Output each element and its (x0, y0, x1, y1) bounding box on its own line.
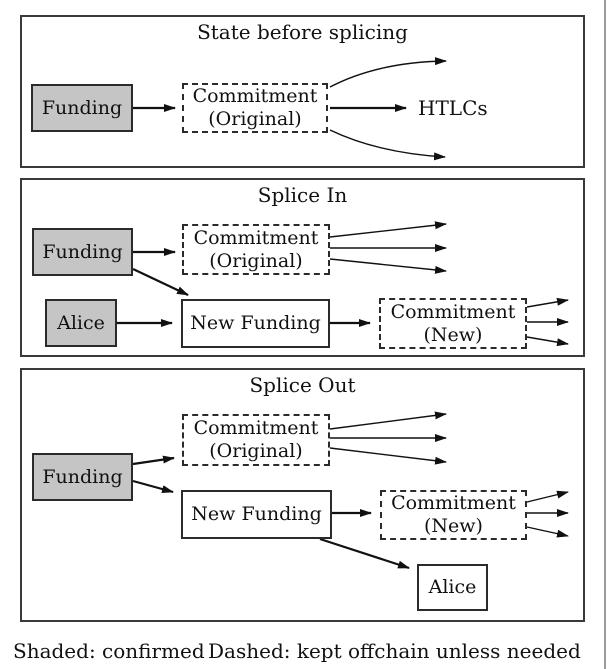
funding-label: Funding (41, 96, 123, 119)
new-funding-label: New Funding (190, 312, 321, 334)
commitment-original-box: Commitment (Original) (182, 224, 330, 275)
commitment-original-line2: (Original) (209, 440, 303, 462)
commitment-original-box: Commitment (Original) (182, 83, 328, 133)
panel-splice-out: Splice Out (20, 368, 585, 622)
legend-dashed: Dashed: kept offchain unless needed (208, 639, 581, 663)
alice-label: Alice (57, 311, 105, 334)
alice-label: Alice (428, 576, 477, 598)
commitment-new-box: Commitment (New) (379, 298, 527, 349)
window-edge-line (604, 0, 606, 669)
commitment-new-line1: Commitment (390, 300, 516, 323)
new-funding-box: New Funding (181, 299, 330, 348)
commitment-original-line1: Commitment (193, 226, 319, 249)
panel-splice-in: Splice In (20, 178, 585, 357)
panel-state-before-splicing: State before splicing (20, 15, 585, 168)
funding-box: Funding (32, 228, 133, 276)
commitment-original-line1: Commitment (193, 417, 319, 439)
panel-title: Splice In (257, 183, 348, 207)
legend-shaded: Shaded: confirmed (13, 639, 205, 663)
commitment-new-line1: Commitment (391, 492, 516, 514)
commitment-original-box: Commitment (Original) (182, 414, 330, 466)
panel-title: State before splicing (197, 20, 408, 44)
alice-box: Alice (417, 564, 488, 611)
alice-box: Alice (45, 299, 117, 347)
funding-label: Funding (42, 240, 123, 263)
funding-label: Funding (42, 465, 123, 488)
new-funding-label: New Funding (191, 503, 322, 525)
panel-title: Splice Out (249, 373, 356, 397)
commitment-new-box: Commitment (New) (380, 490, 527, 540)
commitment-original-line2: (Original) (209, 249, 303, 272)
htlcs-label: HTLCs (418, 96, 488, 120)
commitment-new-line2: (New) (423, 323, 483, 346)
new-funding-box: New Funding (181, 490, 332, 539)
funding-box: Funding (32, 453, 133, 501)
funding-box: Funding (31, 84, 133, 132)
commitment-original-line2: (Original) (208, 108, 302, 130)
commitment-original-line1: Commitment (192, 85, 318, 107)
commitment-new-line2: (New) (424, 515, 483, 537)
